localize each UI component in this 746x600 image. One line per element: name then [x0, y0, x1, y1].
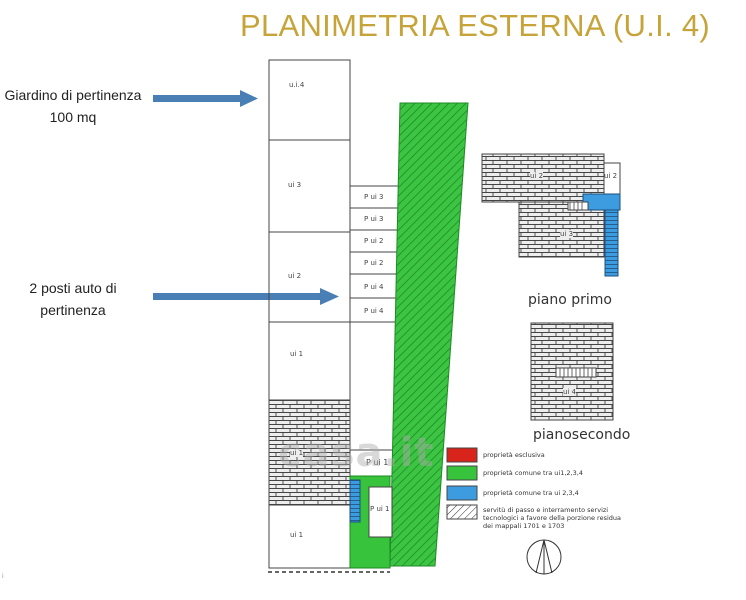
parking-arrow — [153, 288, 339, 305]
slot-pui2-b — [349, 251, 402, 275]
blue-stair-ground — [349, 479, 361, 523]
building-ui1 — [268, 399, 351, 506]
legend-swatch-exclusive — [446, 447, 478, 463]
parking-annotation: 2 posti auto di pertinenza — [29, 280, 117, 318]
second-floor-plan — [530, 322, 614, 421]
garden-annotation: Giardino di pertinenza 100 mq — [4, 87, 142, 125]
legend-swatch-easement — [446, 504, 478, 520]
watermark: casa.it — [278, 430, 435, 476]
green-common-strip — [389, 102, 469, 567]
lot-ui2 — [268, 231, 351, 323]
legend-text-exclusive: proprietà esclusiva — [483, 451, 545, 459]
lot-ui1-top — [268, 321, 351, 401]
garden-arrow — [153, 90, 258, 107]
legend-swatch-common-all — [446, 465, 478, 481]
legend-swatches — [446, 447, 478, 520]
slot-pui3-b — [349, 207, 402, 231]
second-floor-label: pianosecondo — [533, 427, 631, 443]
slot-pui1-b — [368, 486, 393, 538]
svg-text:i: i — [2, 573, 4, 580]
page-title: PLANIMETRIA ESTERNA (U.I. 4) — [240, 8, 711, 43]
slot-pui3-a — [349, 185, 402, 209]
legend-swatch-common-234 — [446, 485, 478, 501]
first-floor-plan — [481, 153, 621, 277]
legend-text-easement: servitù di passo e interramento servizi … — [483, 506, 622, 530]
lot-ui4 — [268, 59, 351, 141]
slot-pui4-a — [349, 273, 402, 299]
lot-ui3 — [268, 139, 351, 233]
slot-pui2-a — [349, 229, 402, 253]
first-floor-label: piano primo — [528, 292, 612, 308]
legend-text-common-234: proprietà comune tra ui 2,3,4 — [483, 489, 579, 497]
north-arrow-icon — [526, 539, 562, 575]
slot-pui4-b — [349, 297, 402, 323]
legend-text-common-all: proprietà comune tra ui1,2,3,4 — [483, 469, 583, 477]
lot-ui1-bottom — [268, 504, 351, 569]
